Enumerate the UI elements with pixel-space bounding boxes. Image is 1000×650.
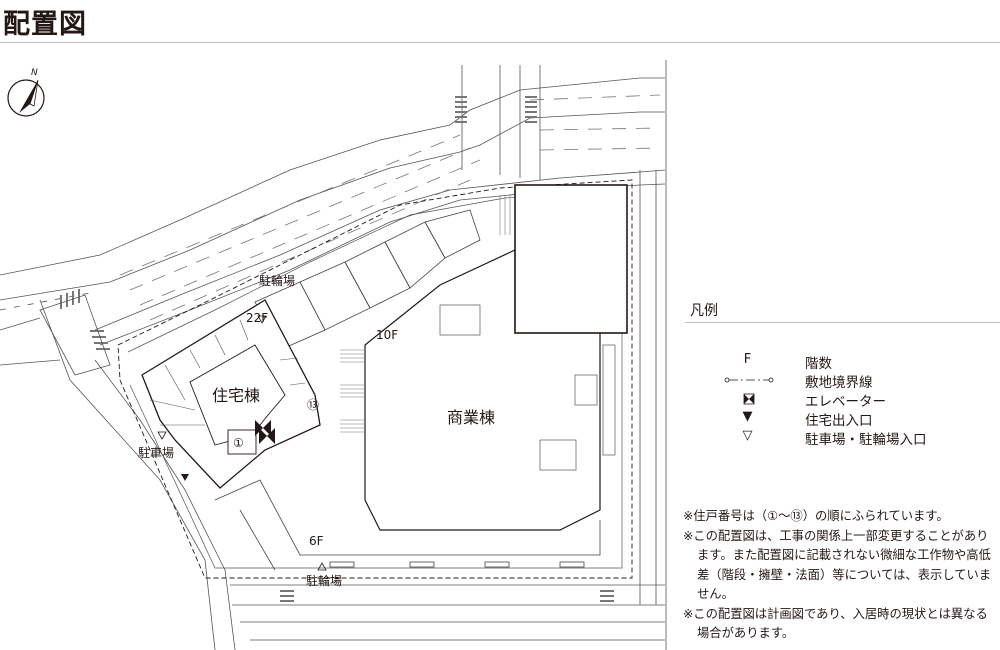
north-label: N: [31, 68, 38, 78]
commercial-floors-label: 10F: [376, 328, 399, 342]
legend-item-floors: F 階数: [700, 352, 1000, 372]
car-parking-entrance: [157, 431, 167, 440]
car-parking-label: 駐車場: [138, 446, 175, 460]
perimeter-bays: [254, 209, 481, 351]
residential-floors-label: 22F: [246, 311, 269, 325]
commercial-building: [364, 184, 628, 531]
south-road: [230, 584, 665, 641]
legend-item-residential-entrance: ▼ 住宅出入口: [700, 409, 1000, 429]
legend-item-label: 階数: [805, 356, 832, 372]
east-road: [639, 60, 667, 650]
legend-divider: [685, 322, 1000, 323]
stair-hatching: [340, 195, 511, 433]
boundary-line-icon: [724, 377, 774, 383]
site-boundary-line: [117, 179, 633, 579]
legend-item-parking-entrance: ▽ 駐車場・駐輪場入口: [700, 428, 1000, 448]
road-lane-markings: [119, 94, 661, 321]
filled-triangle-icon: ▼: [742, 409, 753, 424]
note-planning-drawing: ※この配置図は計画図であり、入居時の現状とは異なる場合があります。: [683, 606, 988, 641]
legend-item-label: 敷地境界線: [805, 375, 873, 391]
outline-triangle-icon: ▽: [742, 428, 753, 443]
legend-title: 凡例: [690, 303, 718, 319]
legend-item-label: 駐車場・駐輪場入口: [805, 432, 927, 448]
bicycle-parking-north-label: 駐輪場: [259, 274, 296, 288]
bike-parking-entrance-south: [317, 562, 327, 571]
elevator-bowtie-icon: [743, 393, 755, 405]
parking-floors-label: 6F: [309, 534, 324, 548]
site-plan-map: [0, 60, 667, 650]
bike-parking-entrance-north: [257, 315, 267, 324]
unit-number-first: ①: [233, 436, 244, 450]
note-plan-changes: ※この配置図は、工事の関係上一部変更することがあります。また配置図に記載されない…: [683, 528, 992, 602]
residential-entrance-marker: [181, 474, 189, 481]
residential-unit-lines: [149, 319, 306, 426]
page-title: 配置図: [3, 9, 87, 40]
legend-item-label: 住宅出入口: [805, 413, 873, 429]
legend-item-label: エレベーター: [805, 394, 886, 410]
north-compass-icon: [7, 79, 45, 117]
residential-tower: [141, 299, 321, 489]
legend-item-boundary: 敷地境界線: [700, 371, 1000, 391]
crosswalk-stripes: [60, 96, 614, 602]
west-road: [0, 294, 236, 650]
notes: ※住戸番号は（①〜⑬）の順にふられています。 ※この配置図は、工事の関係上一部変…: [683, 507, 1000, 644]
commercial-building-label: 商業棟: [447, 408, 496, 427]
note-unit-numbering: ※住戸番号は（①〜⑬）の順にふられています。: [683, 509, 949, 523]
unit-number-last: ⑬: [307, 398, 320, 412]
legend-item-elevator: エレベーター: [700, 390, 1000, 410]
elevator-core-icon: [255, 420, 275, 444]
bicycle-parking-south-label: 駐輪場: [306, 574, 343, 588]
floor-count-symbol: F: [743, 352, 752, 367]
residential-building-label: 住宅棟: [212, 386, 261, 405]
legend: F 階数 敷地境界線 エレベーター: [700, 352, 1000, 448]
title-divider: [0, 42, 1000, 43]
south-parking-structure: [214, 479, 601, 571]
